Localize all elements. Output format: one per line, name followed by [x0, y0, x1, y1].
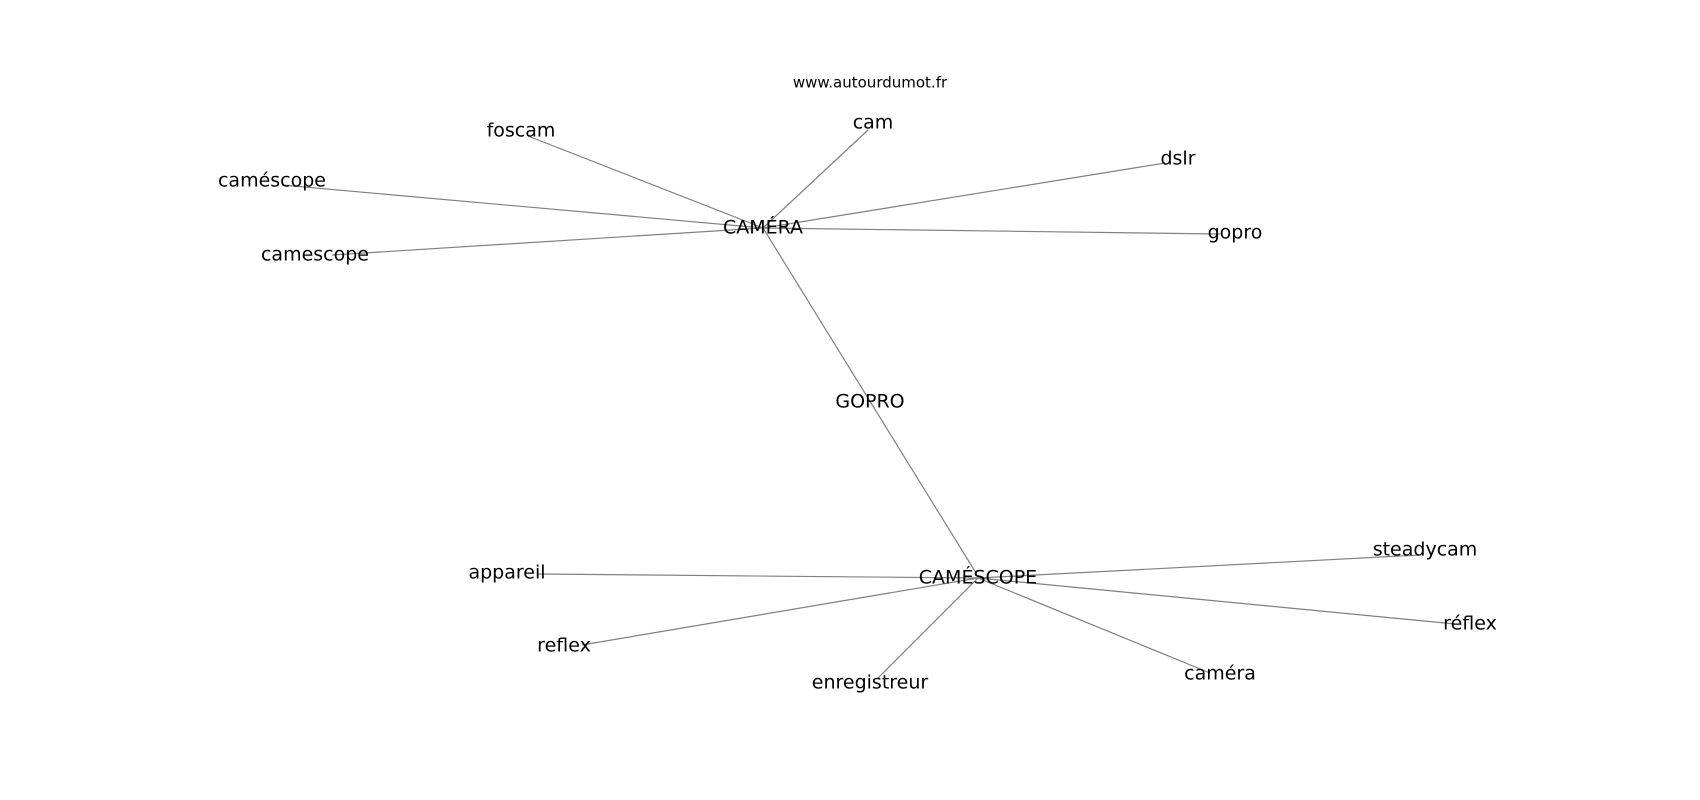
- edge-camescope_hub-camera_lower: [977, 577, 1211, 674]
- edge-camera_hub-camescope_hub: [762, 227, 977, 574]
- node-dslr: dslr: [1160, 148, 1195, 170]
- node-gopro-hub: GOPRO: [835, 391, 904, 413]
- edge-camescope_hub-enregistreur: [877, 577, 979, 679]
- watermark: www.autourdumot.fr: [793, 74, 948, 92]
- node-gopro: gopro: [1208, 222, 1263, 244]
- edge-camescope_hub-reflex_accent: [977, 577, 1456, 625]
- node-appareil: appareil: [468, 562, 545, 584]
- node-camera-lower: caméra: [1184, 663, 1256, 685]
- edges-layer: [281, 129, 1456, 679]
- node-camera-hub: CAMÉRA: [723, 216, 803, 239]
- node-steadycam: steadycam: [1373, 539, 1478, 561]
- edge-camera_hub-dslr: [762, 162, 1166, 229]
- node-camescope-hub: CAMÉSCOPE: [919, 566, 1037, 589]
- node-enregistreur: enregistreur: [812, 672, 929, 694]
- edge-camera_hub-cam: [762, 129, 869, 229]
- node-reflex-accent: réflex: [1443, 613, 1497, 635]
- edge-camescope_hub-appareil: [536, 573, 979, 579]
- edge-camera_hub-foscam: [527, 135, 764, 229]
- edge-camescope_hub-reflex: [581, 577, 979, 646]
- edge-camera_hub-gopro: [762, 227, 1221, 235]
- nodes-layer: CAMÉRA GOPRO CAMÉSCOPE foscam cam dslr camésco…: [218, 112, 1497, 694]
- node-cam: cam: [853, 112, 894, 134]
- node-foscam: foscam: [487, 120, 556, 142]
- node-reflex: reflex: [537, 635, 591, 657]
- node-camescope-accent: caméscope: [218, 170, 326, 192]
- node-camescope-plain: camescope: [261, 244, 369, 266]
- edge-camera_hub-camescope_plain: [331, 227, 764, 256]
- edge-camera_hub-camescope_accent: [281, 184, 764, 229]
- edge-camescope_hub-steadycam: [977, 554, 1421, 579]
